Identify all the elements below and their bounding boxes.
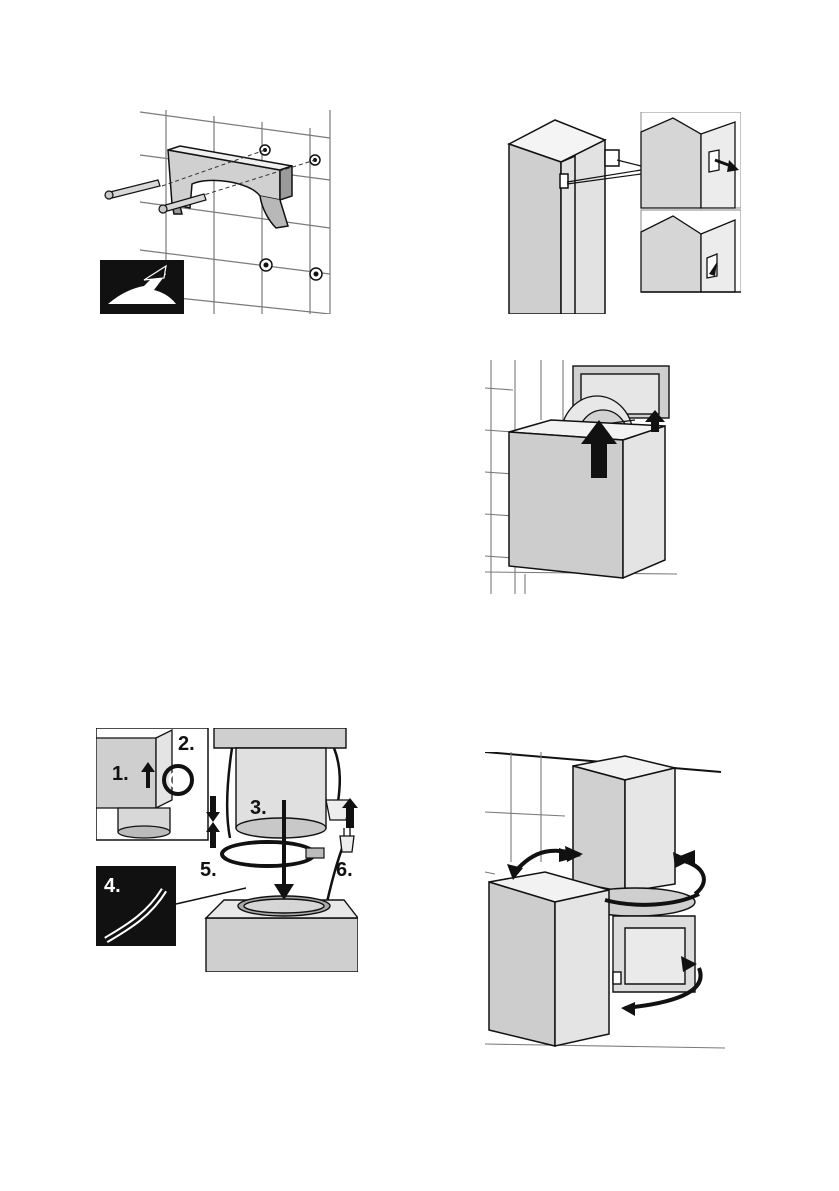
hood-top	[214, 728, 346, 838]
lower-chimney-cover	[489, 872, 609, 1046]
step-label-5: 5.	[200, 859, 217, 881]
step-label-1: 1.	[112, 763, 129, 785]
figure-cover-rotation	[485, 752, 725, 1052]
clip-detail-hooked	[641, 210, 741, 292]
step-label-2: 2.	[178, 733, 195, 755]
chimney-duct	[509, 120, 619, 314]
step-label-3: 3.	[250, 797, 267, 819]
wall-bracket	[168, 146, 292, 228]
clip-detail-release	[641, 112, 741, 208]
figure-duct-raise	[485, 360, 677, 594]
step-label-6: 6.	[336, 859, 353, 881]
upper-chimney-cover	[573, 756, 675, 892]
step-label-4: 4.	[104, 875, 121, 897]
drill-hand-icon	[100, 260, 184, 314]
clamp-ring	[222, 842, 324, 866]
figure-duct-clip	[505, 112, 741, 314]
figure-wall-bracket	[100, 110, 332, 314]
lower-duct	[206, 896, 358, 972]
figure-connection-steps: 1. 2. 3. 4. 5. 6.	[96, 728, 358, 972]
